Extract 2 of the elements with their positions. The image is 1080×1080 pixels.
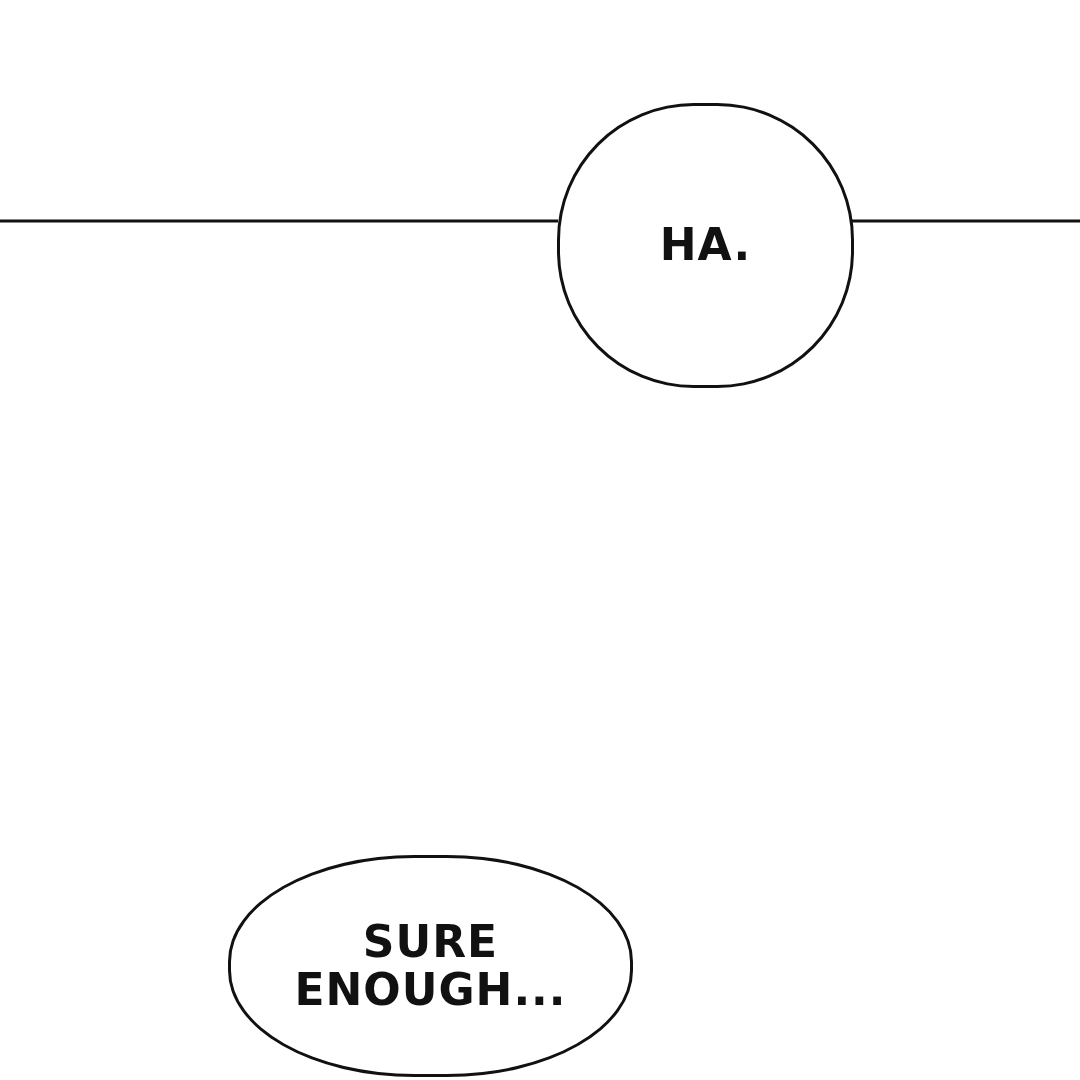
dialogue-text: SURE ENOUGH... (293, 917, 568, 1015)
dialogue-text: HA. (659, 221, 752, 270)
